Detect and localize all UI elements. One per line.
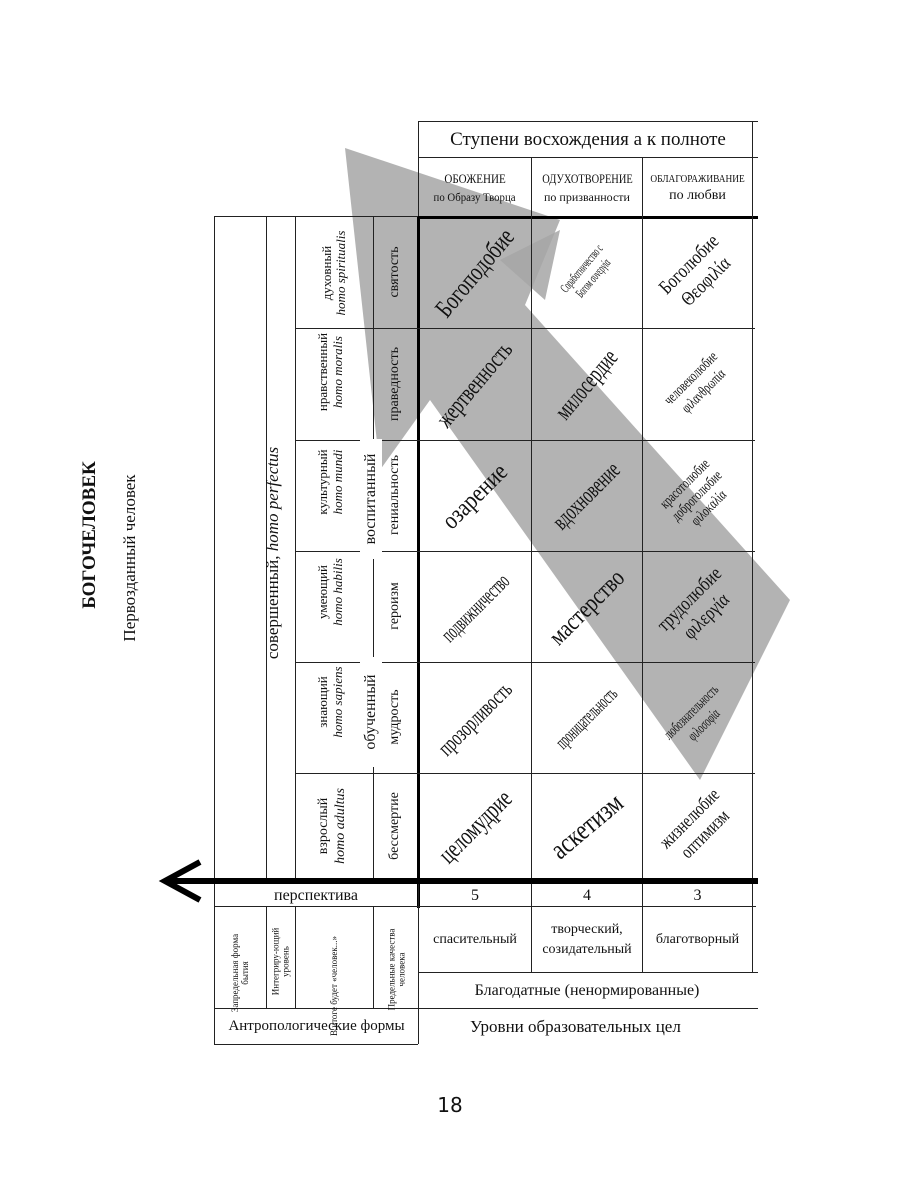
quality-3: гениальность — [387, 454, 402, 536]
level-number-3: 3 — [693, 887, 702, 904]
row-type-2: нравственный homo moralis — [315, 332, 345, 412]
forms-label: Антропологические формы — [228, 1018, 405, 1034]
trained-label: обученный — [360, 657, 382, 767]
row-type-4: умеющий homo habilis — [315, 558, 345, 626]
perspective-label: перспектива — [274, 887, 358, 904]
level-number-5: 5 — [471, 887, 479, 904]
educated-label: воспитанный — [360, 439, 382, 559]
column-header-2: ОДУХОТВОРЕНИЕ по призванности — [541, 171, 633, 204]
level-name-3: благотворный — [655, 932, 740, 947]
main-title: БОГОЧЕЛОВЕК — [79, 461, 100, 609]
column-header-3: ОБЛАГОРАЖИВАНИЕ по любви — [650, 172, 745, 203]
level-number-4: 4 — [583, 887, 591, 904]
row-type-3: культурный homo mundi — [315, 449, 345, 515]
row-header-1: Запредельная форма бытия — [230, 933, 250, 1013]
perspective-arrow-line — [168, 878, 758, 884]
quality-5: мудрость — [387, 689, 402, 745]
levels-footer: Уровни образовательных цел — [470, 1016, 681, 1036]
level-name-2: творческий, созидательный — [542, 922, 632, 957]
quality-2: праведность — [387, 347, 402, 421]
row-type-5: знающий homo sapiens — [315, 666, 345, 738]
quality-6: бессмертие — [387, 792, 402, 860]
quality-1: святость — [387, 246, 402, 298]
row-type-6: взрослый homo adultus — [316, 788, 348, 864]
quality-4: героизм — [387, 582, 402, 630]
row-header-4: Предельные качества человека — [386, 928, 406, 1011]
arrow-left-icon — [158, 859, 202, 903]
level-group: Благодатные (ненормированные) — [474, 981, 700, 999]
column-header-1: ОБОЖЕНИЕ по Образу Творца — [434, 171, 516, 204]
page-number: 18 — [437, 1093, 463, 1117]
row-type-1: духовный homo spiritualis — [319, 230, 348, 316]
row-header-2: Интегриру-ющий уровень — [270, 927, 290, 996]
level-name-1: спасительный — [433, 932, 517, 947]
header-title: Ступени восхождения а к полноте — [450, 128, 726, 150]
perfect-label: совершенный, homo perfectus — [263, 446, 282, 660]
sub-title: Первозданный человек — [120, 474, 139, 642]
